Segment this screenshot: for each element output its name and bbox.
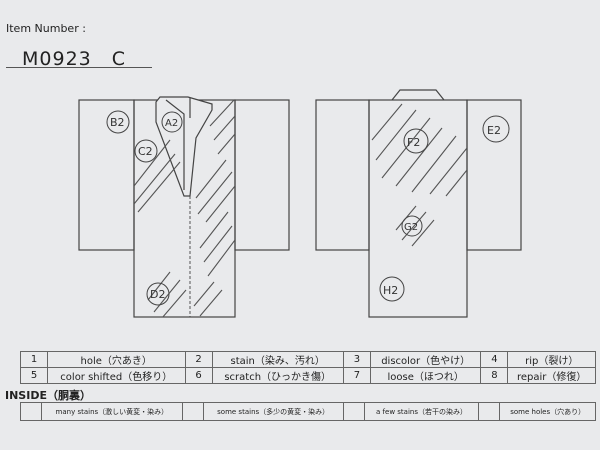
marker-b2-text: B2 — [110, 116, 125, 129]
legend-row: 1 hole（穴あき） 2 stain（染み、汚れ） 3 discolor（色や… — [20, 351, 596, 368]
legend-item: rip（裂け） — [507, 351, 596, 368]
kimono-diagram: B2 A2 C2 D2 F2 E2 G2 H2 — [78, 89, 522, 318]
legend-item: repair（修復） — [507, 367, 596, 384]
item-code-underline — [6, 67, 152, 68]
marker-c2-text: C2 — [138, 145, 153, 158]
inside-checkbox-cell — [478, 402, 501, 421]
marker-h2-text: H2 — [383, 284, 398, 297]
damage-legend-table: 1 hole（穴あき） 2 stain（染み、汚れ） 3 discolor（色や… — [20, 351, 596, 384]
inside-option: some holes（穴あり） — [499, 402, 596, 421]
legend-number: 7 — [342, 367, 371, 384]
legend-number: 1 — [20, 351, 48, 368]
kimono-back-view — [315, 89, 522, 318]
legend-item: scratch（ひっかき傷） — [211, 367, 344, 384]
legend-item: hole（穴あき） — [47, 351, 186, 368]
inside-label: INSIDE（胴裏） — [5, 389, 91, 402]
marker-e2-text: E2 — [487, 124, 501, 137]
legend-number: 3 — [342, 351, 371, 368]
back-left-sleeve — [315, 99, 370, 251]
front-hatch-damage — [134, 100, 235, 317]
legend-number: 5 — [20, 367, 48, 384]
marker-f2: F2 — [403, 128, 429, 154]
back-right-sleeve — [466, 99, 522, 251]
inside-checkbox-cell — [181, 402, 204, 421]
item-number-label: Item Number : — [6, 22, 86, 35]
kimono-front-view — [78, 96, 290, 318]
inside-option: some stains（多少の黄変・染み） — [202, 402, 344, 421]
back-hatch-damage — [371, 103, 467, 247]
marker-d2-text: D2 — [150, 288, 165, 301]
marker-a2-text: A2 — [165, 118, 178, 129]
marker-h2: H2 — [379, 276, 405, 302]
marker-d2: D2 — [146, 282, 170, 306]
front-right-sleeve — [234, 99, 290, 251]
inside-checkbox-cell — [342, 402, 365, 421]
legend-number: 6 — [184, 367, 213, 384]
back-collar — [391, 89, 445, 101]
marker-f2-text: F2 — [407, 136, 420, 149]
legend-number: 2 — [184, 351, 213, 368]
legend-row: 5 color shifted（色移り） 6 scratch（ひっかき傷） 7 … — [20, 367, 596, 384]
inside-condition-table: many stains（激しい黄変・染み） some stains（多少の黄変・… — [20, 402, 596, 421]
legend-item: stain（染み、汚れ） — [211, 351, 344, 368]
inside-option: a few stains（若干の染み） — [363, 402, 480, 421]
legend-number: 8 — [480, 367, 509, 384]
inside-row: many stains（激しい黄変・染み） some stains（多少の黄変・… — [20, 402, 596, 421]
inside-option: many stains（激しい黄変・染み） — [41, 402, 183, 421]
legend-number: 4 — [480, 351, 509, 368]
legend-item: loose（ほつれ） — [369, 367, 482, 384]
legend-item: color shifted（色移り） — [47, 367, 186, 384]
legend-item: discolor（色やけ） — [369, 351, 482, 368]
marker-b2: B2 — [106, 110, 130, 134]
marker-g2-text: G2 — [404, 222, 418, 233]
marker-c2: C2 — [134, 139, 158, 163]
front-left-sleeve — [78, 99, 135, 251]
marker-e2: E2 — [482, 115, 510, 143]
marker-a2: A2 — [161, 111, 183, 133]
item-code: M0923 C — [22, 48, 127, 70]
inside-checkbox-cell — [20, 402, 42, 421]
marker-g2: G2 — [401, 215, 423, 237]
